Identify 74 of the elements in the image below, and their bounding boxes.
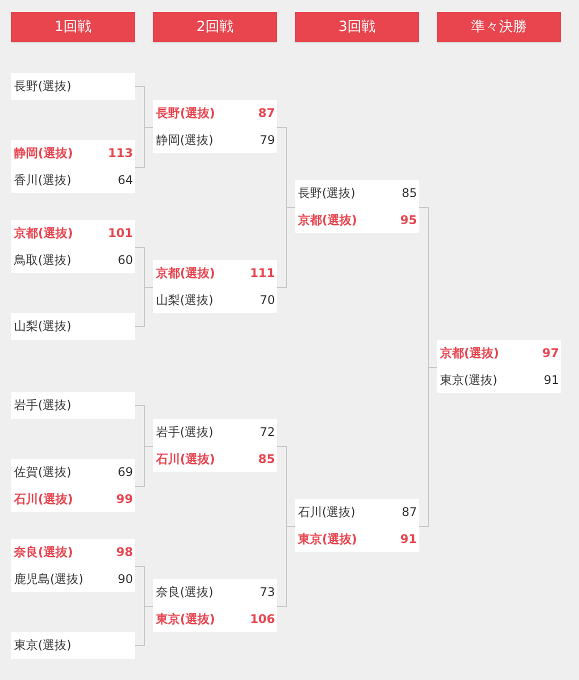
team-name: 岩手(選抜): [156, 425, 214, 440]
match-card: [11, 539, 135, 592]
score: 95: [400, 212, 417, 227]
team-name: 奈良(選抜): [14, 545, 73, 560]
bracket-line: [134, 566, 154, 646]
team-name: 長野(選抜): [156, 106, 215, 120]
score: 113: [108, 146, 133, 160]
team-name: 東京(選抜): [14, 638, 72, 652]
match-card: [295, 499, 419, 552]
match-card: [437, 340, 561, 393]
team-card: [11, 73, 135, 100]
team-name: 静岡(選抜): [14, 146, 73, 160]
score: 98: [116, 545, 133, 560]
bracket-line: [134, 247, 154, 327]
team-card: [11, 392, 135, 418]
team-name: 長野(選抜): [298, 186, 356, 200]
team-name: 京都(選抜): [156, 266, 215, 280]
match-card: [153, 100, 277, 153]
team-name: 京都(選抜): [14, 226, 73, 240]
match-card: [153, 419, 277, 472]
team-name: 鳥取(選抜): [14, 252, 72, 267]
score: 90: [118, 572, 133, 586]
team-name: 京都(選抜): [440, 346, 499, 360]
bracket-line: [276, 446, 296, 607]
score: 79: [260, 132, 275, 147]
team-name: 石川(選抜): [298, 505, 356, 520]
match-card: [153, 579, 277, 632]
match-card: [153, 260, 277, 313]
team-name: 東京(選抜): [298, 532, 357, 546]
team-name: 石川(選抜): [14, 492, 73, 506]
team-name: 山梨(選抜): [14, 319, 72, 334]
bracket-line: [134, 86, 154, 168]
team-name: 香川(選抜): [14, 172, 72, 187]
team-name: 東京(選抜): [156, 612, 215, 626]
team-name: 岩手(選抜): [14, 398, 72, 412]
round-header: 3回戦: [295, 12, 419, 42]
match-card: [11, 140, 135, 193]
score: 97: [542, 346, 559, 360]
score: 91: [400, 532, 417, 546]
bracket-line: [418, 207, 438, 527]
score: 72: [260, 425, 275, 440]
score: 85: [402, 186, 417, 200]
team-name: 石川(選抜): [156, 452, 215, 466]
round-header: 準々決勝: [437, 12, 561, 42]
score: 91: [544, 372, 559, 387]
bracket-line: [134, 405, 154, 487]
team-name: 東京(選抜): [440, 372, 498, 387]
team-name: 静岡(選抜): [156, 132, 214, 147]
team-name: 山梨(選抜): [156, 292, 214, 307]
team-name: 京都(選抜): [298, 212, 357, 227]
score: 60: [118, 252, 133, 267]
team-card: [11, 313, 135, 340]
score: 64: [118, 172, 133, 187]
match-card: [11, 220, 135, 273]
team-name: 鹿児島(選抜): [14, 572, 84, 586]
score: 101: [108, 226, 133, 240]
score: 87: [402, 505, 417, 520]
team-name: 長野(選抜): [14, 79, 72, 94]
team-card: [11, 632, 135, 658]
bracket-line: [276, 127, 296, 288]
team-name: 奈良(選抜): [156, 585, 214, 600]
score: 70: [260, 292, 275, 307]
score: 87: [258, 106, 275, 120]
score: 111: [250, 266, 275, 280]
score: 106: [250, 612, 275, 626]
score: 85: [258, 452, 275, 466]
round-header: 2回戦: [153, 12, 277, 42]
match-card: [295, 180, 419, 233]
score: 69: [118, 465, 133, 480]
match-card: [11, 459, 135, 512]
round-header: 1回戦: [11, 12, 135, 42]
score: 73: [260, 585, 275, 600]
score: 99: [116, 492, 133, 506]
team-name: 佐賀(選抜): [14, 465, 72, 480]
